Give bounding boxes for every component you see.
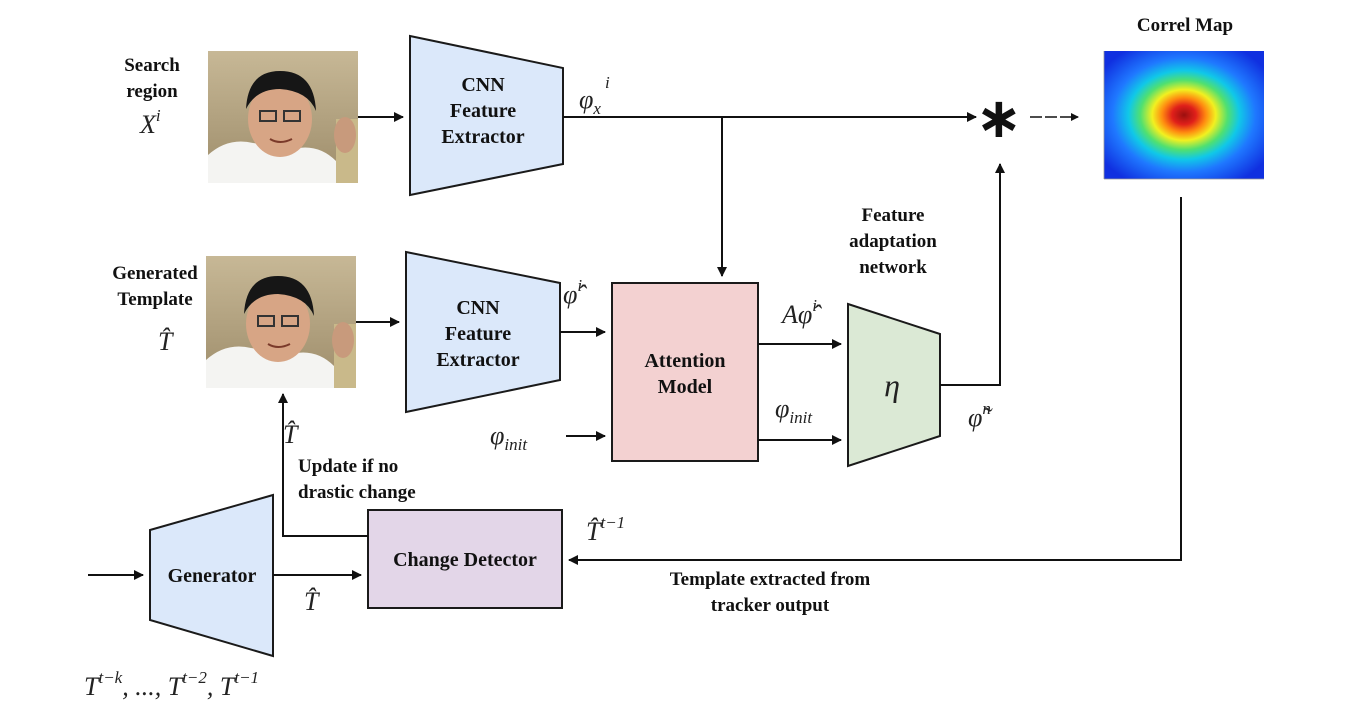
cnn-top-label: Extractor <box>441 126 524 148</box>
correlation-operator: ∗ <box>976 86 1023 151</box>
attention-model-label: Attention <box>644 350 725 372</box>
cnn-bottom-label: CNN <box>456 297 500 319</box>
phi-tilde-label: φ̃n <box>968 399 993 432</box>
phi-x-label: φxi <box>579 73 610 118</box>
generated-template-symbol: T̂ <box>158 327 174 356</box>
generated-template-label: Generated <box>112 263 198 284</box>
attention-model-box <box>611 282 759 462</box>
arrow-update-template <box>278 393 368 537</box>
t-hat-feedback-label: T̂ <box>283 420 299 449</box>
change-detector-label: Change Detector <box>393 549 537 571</box>
change-detector-box <box>367 509 563 609</box>
update-label: Update if no <box>298 456 398 477</box>
template-extracted-label: tracker output <box>711 595 830 616</box>
arrow-eta-to-correlation <box>940 163 1005 386</box>
a-phi-hat-label: Aφ̂i <box>780 296 822 329</box>
phi-init-label: φinit <box>490 421 528 454</box>
feature-adaptation-label: network <box>859 257 927 278</box>
cnn-bottom-label: Extractor <box>436 349 519 371</box>
feature-adaptation-block <box>847 302 941 468</box>
phi-init-label-2: φinit <box>775 394 813 427</box>
generated-template-label: Template <box>117 289 192 310</box>
correl-map-title: Correl Map <box>1137 15 1233 36</box>
t-hat-generated-label: T̂ <box>304 587 320 616</box>
template-sequence-label: Tt−k, ..., Tt−2, Tt−1 <box>84 668 259 701</box>
cnn-bottom-label: Feature <box>445 323 511 345</box>
feature-adaptation-label: Feature <box>862 205 925 226</box>
search-region-label: Search <box>124 55 180 76</box>
arrow-tracker-output-to-change-detector <box>568 197 1182 565</box>
phi-hat-label: φ̂i <box>563 276 587 309</box>
eta-label: η <box>884 367 900 403</box>
search-region-image <box>207 50 359 184</box>
correl-map-image <box>1104 51 1264 179</box>
search-region-symbol: Xi <box>139 106 161 139</box>
generated-template-image <box>205 255 357 389</box>
t-hat-prev-label: T̂t−1 <box>586 513 625 546</box>
cnn-top-label: Feature <box>450 100 516 122</box>
update-label: drastic change <box>298 482 416 503</box>
generator-label: Generator <box>168 565 257 587</box>
attention-model-label: Model <box>658 376 713 398</box>
cnn-feature-extractor-bottom <box>405 250 561 414</box>
cnn-feature-extractor-top <box>409 34 564 197</box>
feature-adaptation-label: adaptation <box>849 231 937 252</box>
generator-block <box>149 493 274 658</box>
cnn-top-label: CNN <box>461 74 505 96</box>
search-region-label: region <box>126 81 178 102</box>
template-extracted-label: Template extracted from <box>670 569 871 590</box>
